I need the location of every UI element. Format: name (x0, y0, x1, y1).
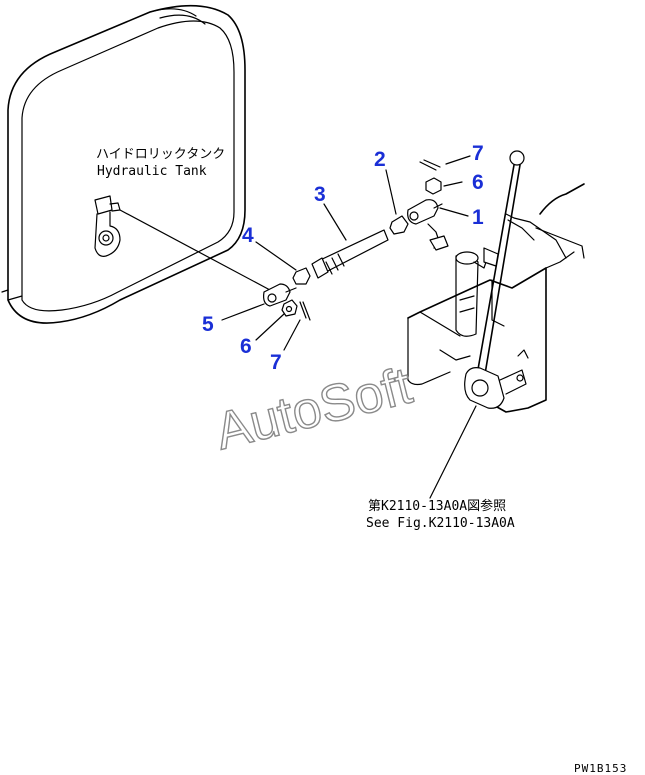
callout-3: 3 (314, 183, 326, 206)
tank-fitting (94, 195, 121, 257)
tank-label-en: Hydraulic Tank (97, 164, 207, 179)
lever-knob (509, 150, 525, 166)
callout-5: 5 (202, 313, 214, 336)
nut-2 (389, 215, 409, 235)
figure-code: PW1B153 (574, 762, 627, 775)
reference-note-en: See Fig.K2110-13A0A (366, 516, 515, 531)
lever-pivot (464, 367, 505, 409)
callout-1: 1 (472, 206, 484, 229)
reference-leader (429, 405, 477, 499)
callout-6-upper: 6 (472, 171, 484, 194)
reference-note-jp: 第K2110-13A0A図参照 (368, 498, 506, 514)
lever-assembly (407, 150, 585, 413)
callout-4: 4 (242, 224, 254, 247)
watermark: AutoSoft (210, 357, 418, 462)
callout-2: 2 (374, 148, 386, 171)
rod-end-lower (263, 283, 297, 307)
rod-end-upper (407, 199, 443, 225)
nut-6-lower (281, 299, 298, 317)
cotter-pin-upper (419, 159, 441, 171)
rod-3 (311, 229, 389, 279)
nut-6-upper (425, 177, 442, 195)
callout-7-lower: 7 (270, 351, 282, 374)
tank-label-jp: ハイドロリックタンク (96, 147, 225, 162)
callout-leaders (221, 155, 471, 351)
cotter-pin-lower (299, 301, 311, 321)
hydraulic-tank (1, 4, 246, 324)
nut-4 (292, 267, 311, 285)
leader-line (119, 209, 271, 291)
callout-6-lower: 6 (240, 335, 252, 358)
callout-7-upper: 7 (472, 142, 484, 165)
